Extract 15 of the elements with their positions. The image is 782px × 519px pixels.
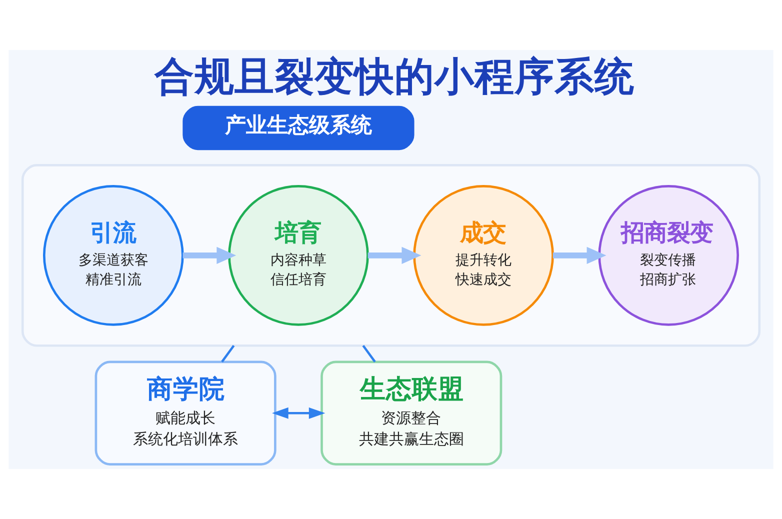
diagram-title: 合规且裂变快的小程序系统 <box>154 54 635 100</box>
arrow <box>272 407 326 419</box>
arrow <box>368 246 422 264</box>
arrow <box>552 246 606 264</box>
connector <box>362 344 376 363</box>
node-box: 生态联盟 资源整合 共建共赢生态圈 <box>320 360 502 466</box>
node-box: 产业生态级系统 <box>182 106 414 150</box>
node-circle: 成交 提升转化 快速成交 <box>413 185 554 326</box>
node-box: 商学院 赋能成长 系统化培训体系 <box>94 360 276 466</box>
connector <box>221 344 235 363</box>
node-circle: 培育 内容种草 信任培育 <box>228 185 369 326</box>
node-circle: 引流 多渠道获客 精准引流 <box>43 185 184 326</box>
arrow <box>182 246 236 264</box>
cluster <box>21 164 761 347</box>
node-circle: 招商裂变 裂变传播 招商扩张 <box>598 185 739 326</box>
